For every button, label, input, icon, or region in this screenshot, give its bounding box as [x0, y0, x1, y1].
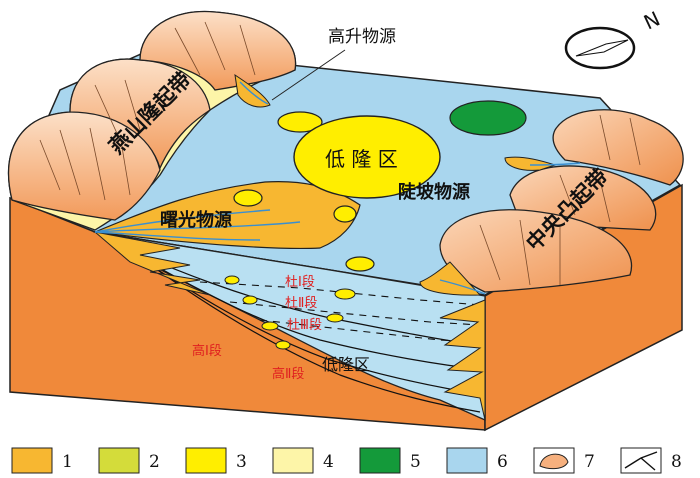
legend-item-4: 4	[273, 448, 334, 473]
label-du2: 杜Ⅱ段	[285, 296, 317, 311]
legend-number: 7	[584, 452, 595, 472]
compass-n: N	[640, 6, 664, 34]
label-diqu-top: 低 隆 区	[325, 147, 398, 171]
legend-item-2: 2	[99, 448, 160, 473]
label-shuguang: 曙光物源	[160, 209, 232, 231]
legend-number: 6	[497, 452, 508, 472]
legend-swatch	[12, 448, 52, 473]
legend-number: 1	[62, 452, 73, 472]
legend-swatch	[273, 448, 313, 473]
label-gaosheng: 高升物源	[328, 27, 396, 47]
legend-number: 3	[236, 452, 247, 472]
legend-swatch	[447, 448, 487, 473]
legend-swatch	[186, 448, 226, 473]
legend-number: 5	[410, 452, 421, 472]
legend-swatch	[99, 448, 139, 473]
label-du3: 杜Ⅲ段	[287, 318, 322, 333]
legend: 1 2 3 4 5 6 7 8	[12, 448, 682, 473]
legend-swatch	[360, 448, 400, 473]
legend-item-8: 8	[621, 448, 682, 473]
label-dupo: 陡坡物源	[398, 181, 470, 203]
legend-item-3: 3	[186, 448, 247, 473]
legend-item-5: 5	[360, 448, 421, 473]
legend-item-6: 6	[447, 448, 508, 473]
legend-item-7: 7	[534, 448, 595, 473]
label-diqu-bottom: 低隆区	[322, 355, 370, 374]
label-du1: 杜Ⅰ段	[285, 275, 315, 290]
legend-item-1: 1	[12, 448, 73, 473]
green-lens	[450, 101, 526, 135]
legend-number: 2	[149, 452, 160, 472]
compass-icon	[566, 28, 634, 68]
label-gao2: 高Ⅱ段	[272, 366, 304, 382]
label-gao1: 高Ⅰ段	[192, 343, 222, 359]
legend-number: 8	[671, 452, 682, 472]
legend-number: 4	[323, 452, 334, 472]
